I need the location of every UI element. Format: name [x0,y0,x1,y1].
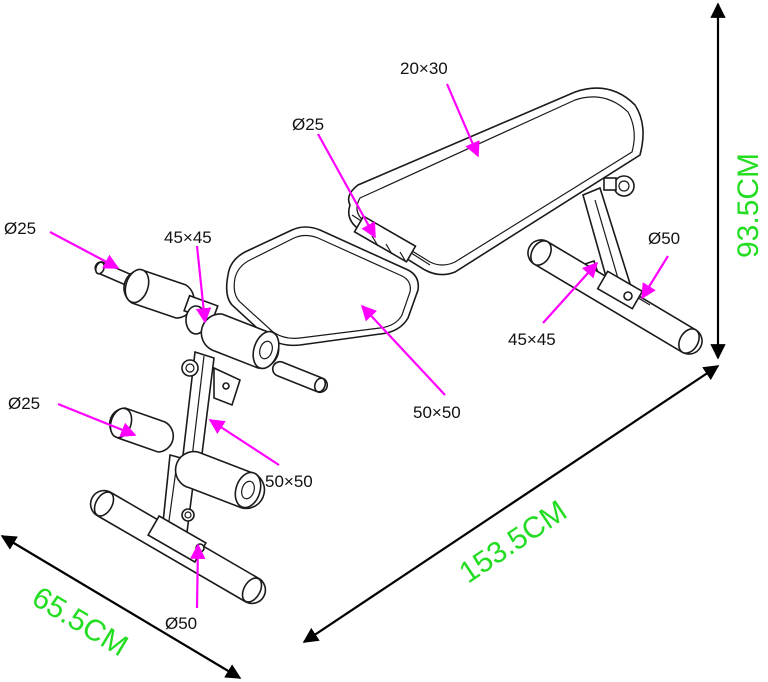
mid-leg-bar-callout-arrow [57,402,137,437]
mid-leg-bar-callout-label: Ø25 [8,394,40,413]
bench-drawing [89,87,703,605]
callout-arrows [49,83,669,609]
seat-tube-callout-label: Ø25 [292,115,324,134]
front-post-callout-arrow [208,419,280,466]
seat-frame-callout-label: 50×50 [413,403,461,422]
front-foot-tube-callout-arrow [190,543,206,609]
seat-roller-assembly [94,261,329,394]
back-foot-tube-callout-label: Ø50 [648,229,680,248]
rear-joint-callout-arrow [542,261,599,324]
width-dimension-label: 65.5CM [26,581,133,663]
backrest-callout-arrow [445,83,480,158]
back-foot-tube-callout-arrow [641,255,669,300]
top-leg-bar-callout-label: Ø25 [4,219,36,238]
top-leg-bar-callout-arrow [49,231,120,269]
upper-joint-callout-arrow [195,245,212,324]
callout-labels: 20×30 Ø25 Ø25 45×45 Ø50 45×45 Ø25 50×50 … [4,59,680,633]
front-post [161,350,241,542]
upper-joint-callout-label: 45×45 [164,228,212,247]
front-post-callout-label: 50×50 [265,472,313,491]
front-foot-tube-callout-label: Ø50 [165,614,197,633]
height-dimension-label: 93.5CM [732,153,765,258]
seat-tube-callout-arrow [317,133,376,239]
rear-foot-tube [527,239,703,355]
rear-joint-callout-label: 45×45 [508,330,556,349]
length-dimension-arrow [302,365,720,643]
dimension-arrows [0,2,726,679]
length-dimension-label: 153.5CM [453,494,572,589]
backrest-callout-label: 20×30 [400,59,448,78]
width-dimension-arrow [0,535,242,679]
